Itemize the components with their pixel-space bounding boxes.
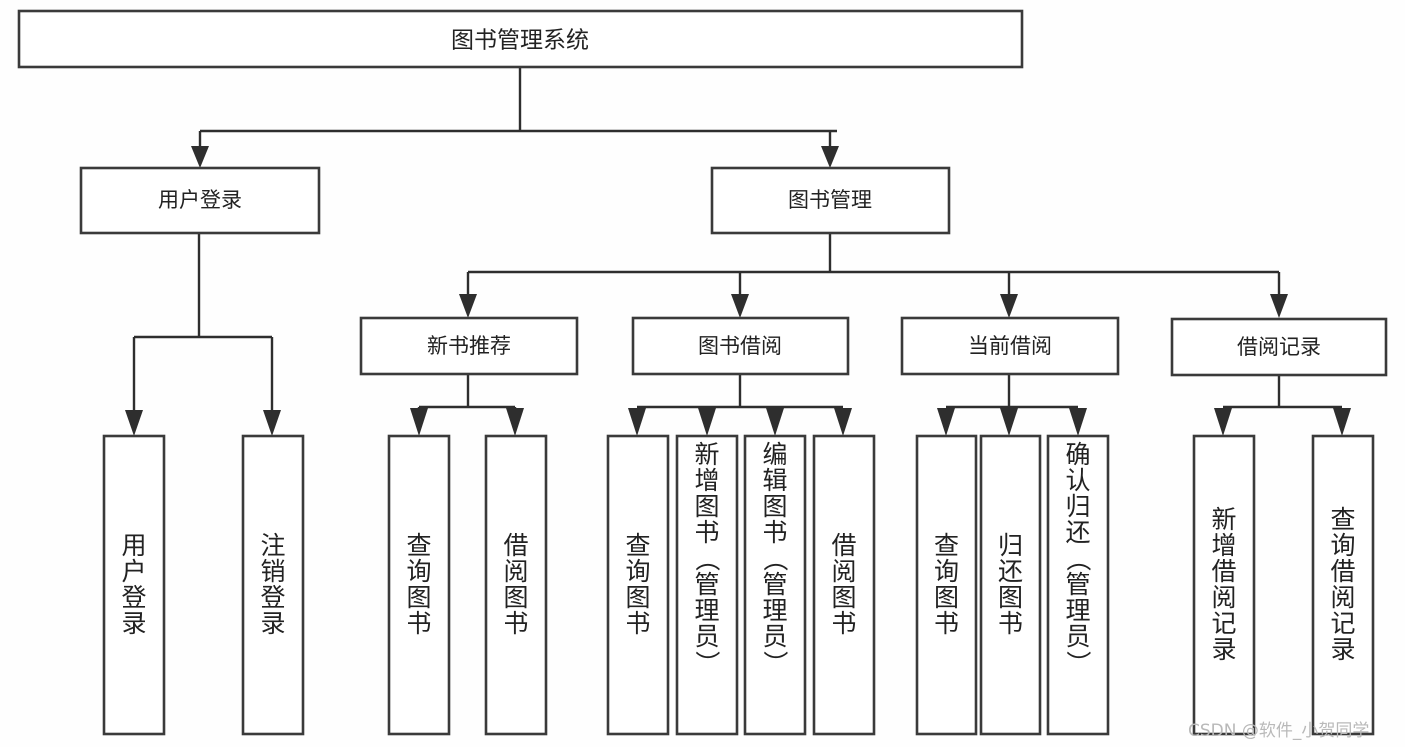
arrow-user-login xyxy=(191,146,209,168)
node-leaf-add-book-box[interactable] xyxy=(675,434,739,736)
arrow-leaf-logout-login xyxy=(263,410,281,436)
node-root-box[interactable] xyxy=(17,9,1024,69)
node-leaf-query-book-3-box[interactable] xyxy=(915,434,978,736)
arrow-leaf-query-book-3 xyxy=(937,408,955,436)
node-leaf-logout-login-box[interactable] xyxy=(241,434,305,736)
arrow-current-borrow xyxy=(1000,294,1018,318)
arrow-leaf-return-book xyxy=(1000,408,1018,436)
node-book-borrow-box[interactable] xyxy=(631,316,850,376)
node-leaf-edit-book-box[interactable] xyxy=(743,434,807,736)
node-leaf-confirm-return-box[interactable] xyxy=(1046,434,1110,736)
node-layer: 图书管理系统 用户登录 图书管理 新书推荐 图书借阅 当前借阅 借阅记录 xyxy=(17,9,1388,736)
csdn-watermark: CSDN @软件_小贺同学 xyxy=(1188,721,1370,741)
node-leaf-add-record-box[interactable] xyxy=(1192,434,1256,736)
connector-layer xyxy=(125,68,1351,436)
node-leaf-borrow-book-1-box[interactable] xyxy=(484,434,548,736)
node-current-borrow-box[interactable] xyxy=(900,316,1120,376)
arrow-leaf-query-book-1 xyxy=(410,408,428,436)
node-new-book-recommend-box[interactable] xyxy=(359,316,579,376)
arrow-leaf-borrow-book-1 xyxy=(506,408,524,436)
node-book-borrow-label: 图书借阅 xyxy=(698,334,782,358)
arrow-leaf-add-book xyxy=(698,408,716,436)
node-new-book-recommend-label: 新书推荐 xyxy=(427,334,511,358)
node-user-login-label: 用户登录 xyxy=(158,188,242,212)
node-leaf-query-record-box[interactable] xyxy=(1311,434,1375,736)
node-borrow-record-box[interactable] xyxy=(1170,317,1388,377)
node-leaf-return-book-box[interactable] xyxy=(979,434,1042,736)
node-leaf-query-book-2-box[interactable] xyxy=(606,434,670,736)
arrow-leaf-confirm-return xyxy=(1069,408,1087,436)
node-leaf-query-book-1-box[interactable] xyxy=(387,434,451,736)
node-leaf-borrow-book-2-box[interactable] xyxy=(812,434,876,736)
node-user-login-box[interactable] xyxy=(79,166,321,235)
arrow-leaf-add-record xyxy=(1214,408,1232,436)
arrow-leaf-query-record xyxy=(1333,408,1351,436)
arrow-book-borrow xyxy=(731,294,749,318)
arrow-leaf-borrow-book-2 xyxy=(834,408,852,436)
arrow-book-management xyxy=(821,146,839,168)
arrow-new-book-recommend xyxy=(459,294,477,318)
node-book-management-label: 图书管理 xyxy=(788,188,872,212)
node-book-management-box[interactable] xyxy=(710,166,951,235)
arrow-leaf-edit-book xyxy=(766,408,784,436)
node-borrow-record-label: 借阅记录 xyxy=(1237,335,1321,359)
node-leaf-user-login-box[interactable] xyxy=(102,434,166,736)
node-root-label: 图书管理系统 xyxy=(451,28,589,54)
arrow-leaf-user-login xyxy=(125,410,143,436)
arrow-leaf-query-book-2 xyxy=(628,408,646,436)
arrow-borrow-record xyxy=(1270,294,1288,318)
node-current-borrow-label: 当前借阅 xyxy=(968,334,1052,358)
